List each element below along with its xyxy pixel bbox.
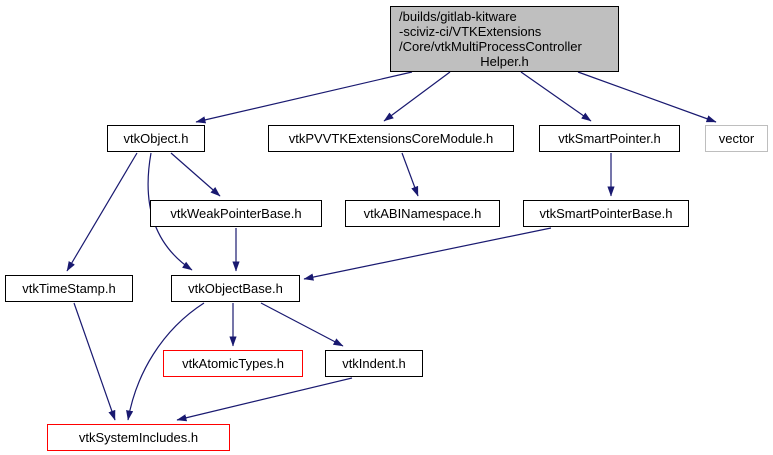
edge-vtkobject-to-vtkweakpointerbase <box>170 152 221 197</box>
node-vtksmartpointerbase-h[interactable]: vtkSmartPointerBase.h <box>523 200 689 227</box>
edge-vtktimestamp-to-vtksystemincludes <box>73 302 116 421</box>
node-vtkabinamespace-h[interactable]: vtkABINamespace.h <box>345 200 500 227</box>
edge-vtkobjectbase-to-vtkindent <box>260 302 344 347</box>
edge-main-to-vtkobject-h <box>195 71 413 124</box>
node-vtkobject-h[interactable]: vtkObject.h <box>107 125 205 152</box>
node-vtkweakpointerbase-h[interactable]: vtkWeakPointerBase.h <box>150 200 322 227</box>
node-vtktimestamp-h[interactable]: vtkTimeStamp.h <box>5 275 133 302</box>
edge-vtkobject-to-vtktimestamp <box>66 152 138 272</box>
node-main-header: /builds/gitlab-kitware -sciviz-ci/VTKExt… <box>390 6 619 72</box>
edge-vtkindent-to-vtksystemincludes <box>176 377 353 422</box>
main-label-line-3: /Core/vtkMultiProcessController <box>399 39 582 54</box>
node-vtkindent-h[interactable]: vtkIndent.h <box>325 350 423 377</box>
main-label-line-1: /builds/gitlab-kitware <box>399 9 517 24</box>
edge-vtksmartpointerbase-to-vtkobjectbase <box>303 227 552 281</box>
node-vector: vector <box>705 125 768 152</box>
edge-main-to-vtksmartpointer-h <box>520 71 592 122</box>
edge-main-to-vector <box>577 71 717 123</box>
main-label-line-2: -sciviz-ci/VTKExtensions <box>399 24 542 39</box>
node-vtkpvvtkextensionscoremodule-h[interactable]: vtkPVVTKExtensionsCoreModule.h <box>268 125 514 152</box>
edge-main-to-vtkpvvtkextensionscoremodule-h <box>383 71 451 122</box>
node-vtkobjectbase-h[interactable]: vtkObjectBase.h <box>171 275 300 302</box>
node-vtksystemincludes-h[interactable]: vtkSystemIncludes.h <box>47 424 230 451</box>
node-vtkatomictypes-h[interactable]: vtkAtomicTypes.h <box>163 350 303 377</box>
edge-vtkpvvtkextensionscoremodule-to-vtkabinamespace <box>401 152 419 197</box>
node-vtksmartpointer-h[interactable]: vtkSmartPointer.h <box>539 125 680 152</box>
main-label-line-4: Helper.h <box>480 54 529 69</box>
